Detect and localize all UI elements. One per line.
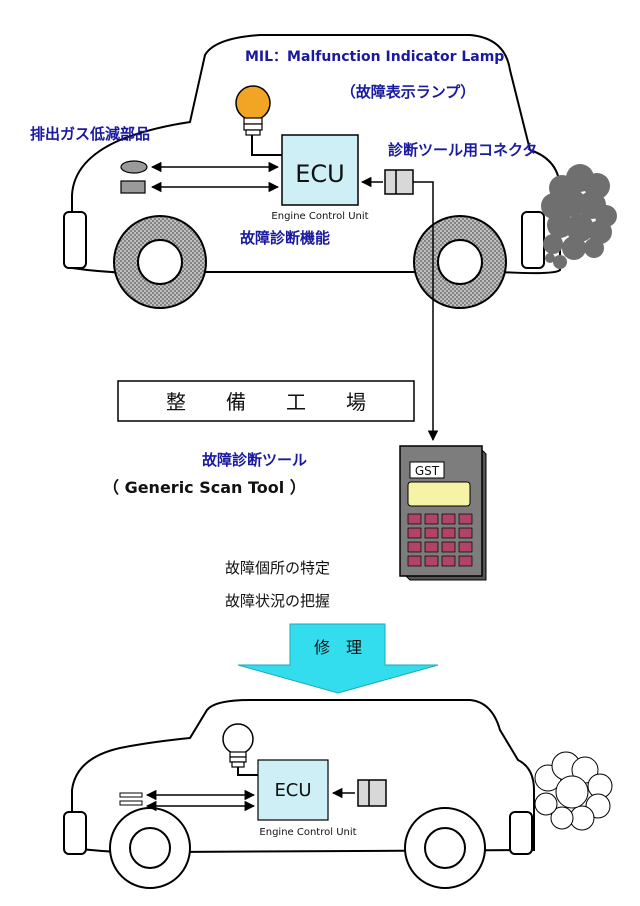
bottom-front-bumper (63, 811, 87, 855)
workshop-label: 整 備 工 場 (166, 390, 366, 414)
top-wheel-rear (413, 215, 507, 309)
top-wheel-front (113, 215, 207, 309)
tool-label: 故障診断ツール (202, 451, 307, 469)
bottom-car (63, 699, 613, 889)
bottom-diagnostic-connector-icon (357, 779, 387, 807)
bottom-rear-bumper (509, 811, 533, 855)
workshop-box (117, 380, 415, 422)
diagnostic-connector-icon (384, 169, 414, 195)
exhaust-cloud-icon (541, 164, 617, 269)
bottom-ecu-box (257, 759, 329, 821)
tool-label-en: （ Generic Scan Tool ） (103, 478, 306, 497)
mil-label-jp: （故障表示ランプ） (341, 83, 476, 101)
gst-label: GST (415, 464, 440, 478)
bottom-ecu-label: ECU (274, 780, 311, 801)
top-rear-bumper (521, 211, 545, 269)
top-ecu-box (281, 134, 359, 206)
clean-exhaust-cloud-icon (534, 751, 613, 831)
mil-lamp-icon (235, 85, 284, 156)
bottom-mil-lamp-icon (222, 723, 258, 776)
emission-catalyst-icon (120, 180, 146, 194)
bottom-emission-sensor-icon (119, 792, 143, 798)
bottom-ecu-sub-label: Engine Control Unit (259, 827, 356, 838)
repair-arrow (237, 623, 439, 694)
connector-label: 診断ツール用コネクタ (388, 141, 537, 159)
mil-label: MIL：Malfunction Indicator Lamp (245, 49, 504, 65)
gst-cable (413, 181, 439, 442)
bottom-wheel-front (109, 807, 191, 889)
emission-sensor-icon (120, 160, 148, 174)
diagnosis-function-label: 故障診断機能 (240, 229, 330, 247)
fault-status-label: 故障状況の把握 (225, 592, 330, 610)
bottom-emission-catalyst-icon (119, 800, 143, 806)
top-ecu-sub-label: Engine Control Unit (271, 211, 368, 222)
top-ecu-label: ECU (295, 160, 345, 188)
repair-label: 修 理 (314, 638, 362, 657)
bottom-wheel-rear (404, 807, 486, 889)
emission-parts-label: 排出ガス低減部品 (30, 125, 150, 143)
top-front-bumper (63, 211, 87, 269)
gst-device-icon (399, 445, 487, 581)
fault-location-label: 故障個所の特定 (225, 559, 330, 577)
